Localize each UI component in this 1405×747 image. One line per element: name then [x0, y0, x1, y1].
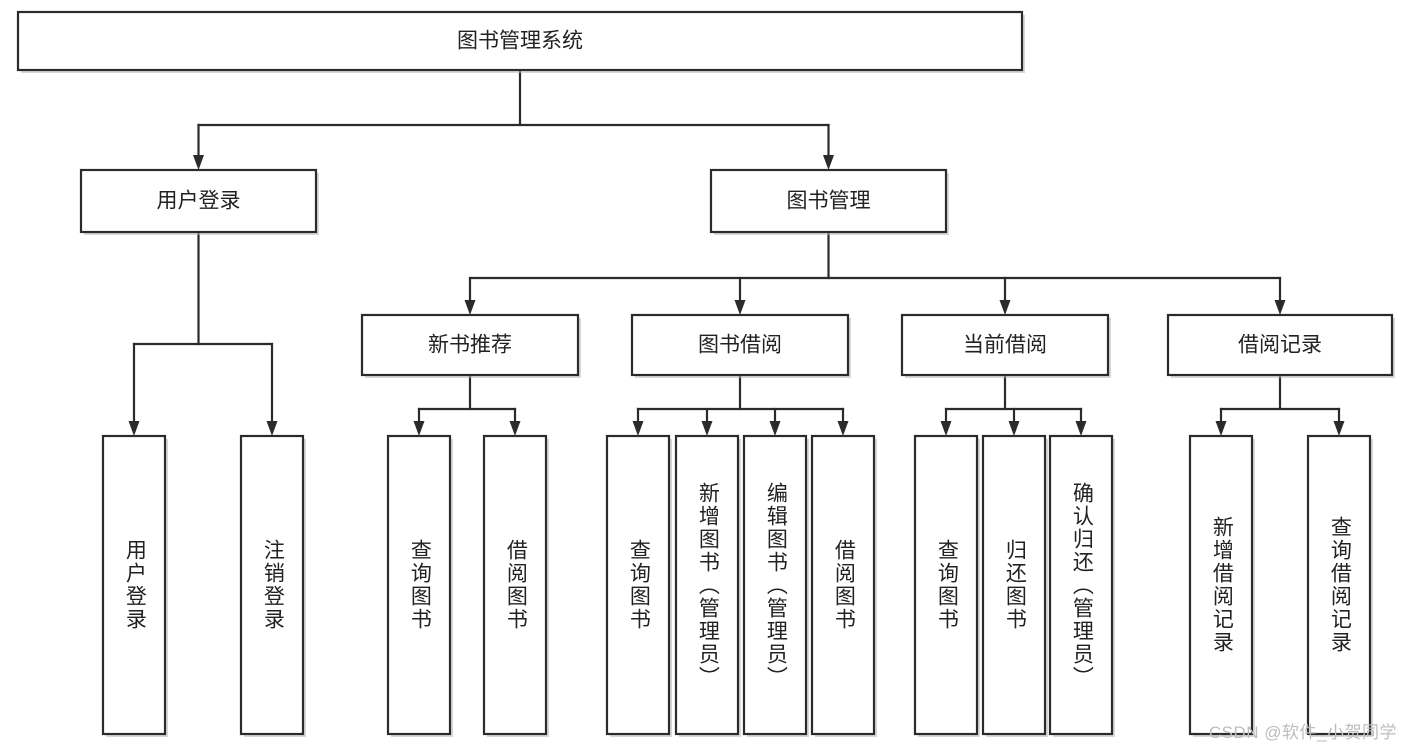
node-leaf-query-book-borrow[interactable]: [605, 434, 672, 737]
node-new-book-rec[interactable]: 新书推荐: [360, 313, 581, 378]
node-rect[interactable]: [1306, 434, 1372, 736]
node-leaf-query-record[interactable]: [1306, 434, 1373, 737]
node-rect[interactable]: [981, 434, 1047, 736]
node-rect[interactable]: [1048, 434, 1114, 736]
node-rect[interactable]: [810, 434, 876, 736]
node-book-manage[interactable]: 图书管理: [709, 168, 949, 235]
node-label: 新书推荐: [428, 334, 512, 357]
arrow-head-icon-leaf-borrow-book-rec: [509, 421, 521, 436]
edges-layer: [128, 68, 1345, 436]
node-book-borrow[interactable]: 图书借阅: [630, 313, 851, 378]
node-rect[interactable]: [630, 313, 850, 377]
node-label: 图书借阅: [698, 334, 782, 357]
node-leaf-borrow-book[interactable]: [810, 434, 877, 737]
node-leaf-confirm-return[interactable]: [1048, 434, 1115, 737]
node-leaf-user-logout[interactable]: [239, 434, 306, 737]
node-label: 借阅记录: [1238, 334, 1322, 357]
node-rect[interactable]: [386, 434, 452, 736]
node-leaf-query-book-cur[interactable]: [913, 434, 980, 737]
node-label: 图书管理系统: [457, 30, 583, 53]
node-leaf-add-record[interactable]: [1188, 434, 1255, 737]
node-rect[interactable]: [742, 434, 808, 736]
arrow-head-icon-leaf-return-book: [1008, 421, 1020, 436]
arrow-head-icon-book-manage: [823, 155, 834, 170]
arrow-head-icon-leaf-add-record: [1215, 421, 1227, 436]
arrow-head-icon-leaf-add-book: [701, 421, 713, 436]
node-rect[interactable]: [709, 168, 948, 234]
arrow-head-icon-leaf-query-book-borrow: [632, 421, 644, 436]
arrow-head-icon-book-borrow: [734, 300, 746, 315]
node-rect[interactable]: [482, 434, 548, 736]
arrow-head-icon-leaf-borrow-book: [837, 421, 849, 436]
node-leaf-borrow-book-rec[interactable]: [482, 434, 549, 737]
node-rect[interactable]: [913, 434, 979, 736]
arrow-head-icon-leaf-edit-book: [769, 421, 781, 436]
node-borrow-record[interactable]: 借阅记录: [1166, 313, 1395, 378]
node-leaf-query-book-rec[interactable]: [386, 434, 453, 737]
node-rect[interactable]: [239, 434, 305, 736]
node-rect[interactable]: [101, 434, 167, 736]
arrow-head-icon-current-borrow: [999, 300, 1011, 315]
node-rect[interactable]: [360, 313, 580, 377]
node-current-borrow[interactable]: 当前借阅: [900, 313, 1111, 378]
node-rect[interactable]: [674, 434, 740, 736]
node-rect[interactable]: [1188, 434, 1254, 736]
node-leaf-return-book[interactable]: [981, 434, 1048, 737]
node-label: 用户登录: [157, 190, 241, 213]
node-rect[interactable]: [605, 434, 671, 736]
watermark-text: CSDN @软件_小贺同学: [1208, 723, 1397, 742]
arrow-head-icon-user-login: [193, 155, 204, 170]
node-user-login[interactable]: 用户登录: [79, 168, 319, 235]
node-leaf-add-book[interactable]: [674, 434, 741, 737]
node-label: 当前借阅: [963, 334, 1047, 357]
node-root[interactable]: 图书管理系统: [16, 10, 1025, 73]
node-rect[interactable]: [16, 10, 1024, 72]
arrow-head-icon-leaf-query-book-cur: [940, 421, 952, 436]
arrow-head-icon-leaf-user-logout: [266, 421, 278, 436]
arrow-head-icon-leaf-confirm-return: [1075, 421, 1087, 436]
node-rect[interactable]: [1166, 313, 1394, 377]
arrow-head-icon-leaf-query-record: [1333, 421, 1345, 436]
arrow-head-icon-borrow-record: [1274, 300, 1286, 315]
node-rect[interactable]: [900, 313, 1110, 377]
arrow-head-icon-new-book-rec: [464, 300, 476, 315]
node-leaf-edit-book[interactable]: [742, 434, 809, 737]
node-rect[interactable]: [79, 168, 318, 234]
arrow-head-icon-leaf-user-login: [128, 421, 140, 436]
node-label: 图书管理: [787, 190, 871, 213]
node-leaf-user-login[interactable]: [101, 434, 168, 737]
arrow-head-icon-leaf-query-book-rec: [413, 421, 425, 436]
